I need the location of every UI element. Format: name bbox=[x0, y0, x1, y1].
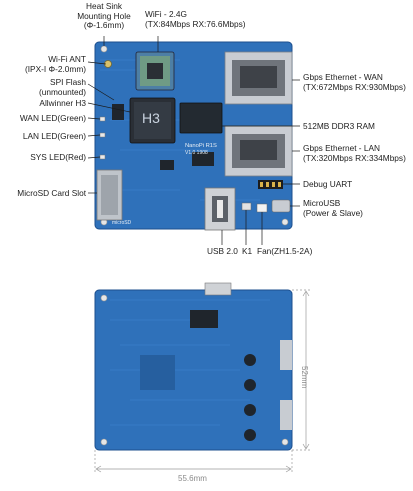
label-microsd: MicroSD Card Slot bbox=[17, 188, 86, 198]
label-microusb: MicroUSB (Power & Slave) bbox=[303, 198, 363, 218]
bottom-pcb bbox=[94, 282, 293, 451]
dimension-width: 55.6mm bbox=[178, 474, 207, 483]
dimension-height: 52mm bbox=[300, 366, 309, 389]
ethernet-lan-port bbox=[224, 125, 293, 177]
label-fan: Fan(ZH1.5-2A) bbox=[257, 246, 313, 256]
leader-lines bbox=[87, 36, 300, 245]
debug-uart-header bbox=[258, 180, 283, 189]
label-sys-led: SYS LED(Red) bbox=[30, 152, 86, 162]
label-wifi-ant: Wi-Fi ANT (IPX-I Φ-2.0mm) bbox=[24, 54, 86, 74]
label-ddr3: 512MB DDR3 RAM bbox=[303, 121, 375, 131]
wifi-module bbox=[135, 51, 175, 91]
microsd-slot bbox=[96, 169, 123, 221]
label-usb20: USB 2.0 bbox=[207, 246, 238, 256]
label-heat-sink: Heat Sink Mounting Hole (Φ-1.6mm) bbox=[77, 1, 131, 30]
board-name-silkscreen: NanoPi R1S bbox=[185, 143, 217, 149]
h3-chip bbox=[129, 97, 176, 144]
sd-silkscreen: microSD bbox=[112, 220, 132, 226]
ethernet-wan-port bbox=[224, 51, 293, 105]
label-spi-flash: SPI Flash (unmounted) bbox=[38, 77, 86, 97]
label-wan-led: WAN LED(Green) bbox=[19, 113, 86, 123]
label-ethernet-lan: Gbps Ethernet - LAN (TX:320Mbps RX:334Mb… bbox=[303, 143, 406, 163]
label-allwinner: Allwinner H3 bbox=[39, 98, 86, 108]
label-ethernet-wan: Gbps Ethernet - WAN (TX:672Mbps RX:930Mb… bbox=[303, 72, 406, 92]
usb-port bbox=[204, 187, 236, 231]
chip-silkscreen: H3 bbox=[142, 110, 160, 126]
label-wifi: WiFi - 2.4G (TX:84Mbps RX:76.6Mbps) bbox=[145, 9, 246, 29]
dimension-lines bbox=[94, 289, 310, 473]
label-debug-uart: Debug UART bbox=[303, 179, 353, 189]
board-version-silkscreen: V1.0 1908 bbox=[185, 150, 208, 156]
label-lan-led: LAN LED(Green) bbox=[22, 131, 86, 141]
label-k1: K1 bbox=[242, 246, 253, 256]
